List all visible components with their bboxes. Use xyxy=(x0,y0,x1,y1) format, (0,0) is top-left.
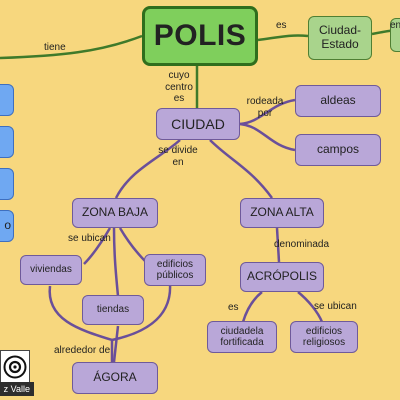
node-tiendas[interactable]: tiendas xyxy=(82,295,144,325)
node-edificios-religiosos[interactable]: edificios religiosos xyxy=(290,321,358,353)
node-aldeas[interactable]: aldeas xyxy=(295,85,381,117)
line-tiendas-to-agora xyxy=(112,325,120,363)
creative-commons-icon xyxy=(3,355,27,379)
link-label-cuyo-centro-es: cuyo centro es xyxy=(165,70,193,104)
line-acropolis-to-ciudadela xyxy=(241,291,263,323)
node-aldeas-label: aldeas xyxy=(320,93,356,108)
line-ciudad-to-campos xyxy=(239,122,296,152)
node-polis[interactable]: POLIS xyxy=(142,6,258,66)
line-ciudad-to-zona-alta xyxy=(209,139,274,199)
line-edificios-publicos-to-agora xyxy=(111,283,172,342)
link-label-se-ubican-left: se ubican xyxy=(68,233,111,244)
left-node-4-label: o xyxy=(4,218,11,233)
node-edificios-religiosos-label: edificios religiosos xyxy=(302,325,346,349)
node-tiendas-label: tiendas xyxy=(96,304,130,316)
node-campos-label: campos xyxy=(316,142,360,157)
line-zona-baja-to-tiendas xyxy=(112,227,120,297)
node-campos[interactable]: campos xyxy=(295,134,381,166)
node-zona-baja-label: ZONA BAJA xyxy=(81,205,149,220)
node-viviendas[interactable]: viviendas xyxy=(20,255,82,285)
node-acropolis[interactable]: ACRÓPOLIS xyxy=(240,262,324,292)
left-node-1[interactable] xyxy=(0,84,14,116)
node-zona-alta-label: ZONA ALTA xyxy=(250,205,314,220)
node-right-partial[interactable] xyxy=(390,18,400,52)
left-node-4[interactable]: o xyxy=(0,210,14,242)
line-polis-to-ciudad-estado xyxy=(257,34,309,42)
link-label-se-ubican-right: se ubican xyxy=(314,301,357,312)
link-label-se-divide-en: se divide en xyxy=(158,145,198,168)
node-ciudad-estado-label: Ciudad- Estado xyxy=(318,23,362,51)
node-edificios-publicos-label: edificios públicos xyxy=(156,258,194,282)
node-ciudadela-label: ciudadela fortificada xyxy=(220,325,264,349)
line-left-to-polis xyxy=(0,34,143,60)
node-ciudad-estado[interactable]: Ciudad- Estado xyxy=(308,16,372,60)
creative-commons-badge xyxy=(0,350,30,384)
node-viviendas-label: viviendas xyxy=(30,264,72,276)
node-ciudadela-fortificada[interactable]: ciudadela fortificada xyxy=(207,321,277,353)
line-acropolis-to-edificios-religiosos xyxy=(297,291,324,323)
line-ciudad-to-aldeas xyxy=(239,98,296,126)
left-node-2[interactable] xyxy=(0,126,14,158)
link-label-es-bottom: es xyxy=(228,302,239,313)
line-zona-baja-to-viviendas xyxy=(83,227,112,265)
link-label-rodeada-por: rodeada por xyxy=(246,96,284,119)
left-node-3[interactable] xyxy=(0,168,14,200)
node-edificios-publicos[interactable]: edificios públicos xyxy=(144,254,206,286)
link-label-alrededor-de: alrededor de xyxy=(54,345,111,356)
node-polis-label: POLIS xyxy=(153,18,247,52)
line-viviendas-to-agora xyxy=(48,285,114,362)
author-credit: z Valle xyxy=(0,382,34,396)
line-ciudad-to-zona-baja xyxy=(114,139,181,199)
link-label-en-partial: en xyxy=(390,20,400,31)
node-agora-label: ÁGORA xyxy=(93,370,137,385)
node-zona-alta[interactable]: ZONA ALTA xyxy=(240,198,324,228)
node-agora[interactable]: ÁGORA xyxy=(72,362,158,394)
node-acropolis-label: ACRÓPOLIS xyxy=(246,269,318,284)
node-ciudad[interactable]: CIUDAD xyxy=(156,108,240,140)
node-zona-baja[interactable]: ZONA BAJA xyxy=(72,198,158,228)
node-ciudad-label: CIUDAD xyxy=(171,115,225,132)
link-label-tiene: tiene xyxy=(44,42,66,53)
link-label-denominada: denominada xyxy=(274,239,330,250)
link-label-es-top: es xyxy=(276,20,287,31)
line-zona-alta-to-acropolis xyxy=(275,227,281,263)
line-zona-baja-to-edificios-publicos xyxy=(118,227,147,263)
